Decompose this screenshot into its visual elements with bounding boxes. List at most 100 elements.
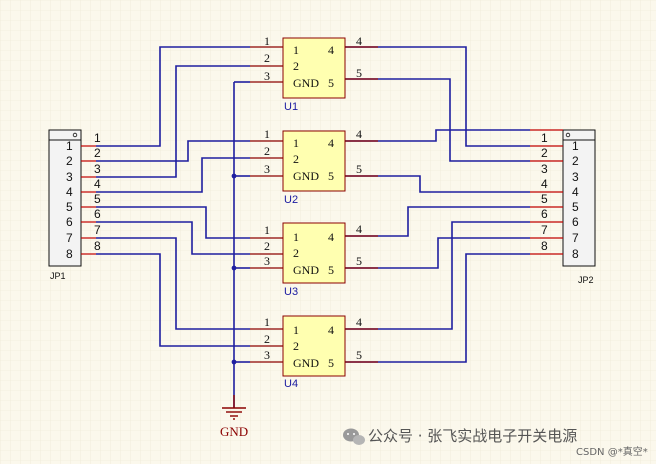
pin-number: 3 xyxy=(264,69,270,83)
pin-number: 5 xyxy=(356,254,362,268)
pin-name: 2 xyxy=(293,59,299,73)
connector-pin-number: 1 xyxy=(94,131,101,145)
wire-jp1-2-u2-1 xyxy=(96,140,250,162)
connector-pin-number: 6 xyxy=(541,207,548,221)
wire-u2-5-jp2-4 xyxy=(345,175,530,193)
connector-designator: JP1 xyxy=(50,271,66,281)
pin-number: 5 xyxy=(356,348,362,362)
pin-number: 2 xyxy=(264,144,270,158)
pin-name: 1 xyxy=(293,136,299,150)
chip-designator: U1 xyxy=(284,101,298,113)
connector-pin-label: 6 xyxy=(66,215,73,229)
pin-name: 1 xyxy=(293,230,299,244)
pin-name: 4 xyxy=(328,323,334,337)
wire-u2-4-jp2-1 xyxy=(345,129,530,142)
connector-pin-label: 4 xyxy=(572,185,579,199)
connector-pin-label: 4 xyxy=(66,185,73,199)
chip-designator: U3 xyxy=(284,286,298,298)
pin-name: 2 xyxy=(293,246,299,260)
wire-u3-5-jp2-7 xyxy=(345,237,530,269)
connector-pin-label: 5 xyxy=(572,200,579,214)
connector-pin-label: 8 xyxy=(66,247,73,261)
connector-pin-label: 1 xyxy=(572,139,579,153)
pin-name: 5 xyxy=(328,169,334,183)
pin-name: 4 xyxy=(328,136,334,150)
pin-number: 4 xyxy=(356,222,362,236)
pin-number: 5 xyxy=(356,66,362,80)
connector-pin-number: 5 xyxy=(94,192,101,206)
wire-jp1-3-u1-2 xyxy=(96,65,250,178)
pin-number: 2 xyxy=(264,239,270,253)
connector-pin-label: 5 xyxy=(66,200,73,214)
connector-pin-number: 1 xyxy=(541,131,548,145)
connector-pin-label: 3 xyxy=(66,170,73,184)
pin-number: 3 xyxy=(264,348,270,362)
wire-u1-4-jp2-2 xyxy=(345,46,530,147)
wire-jp1-5-u3-1 xyxy=(96,206,250,239)
connector-pin-label: 1 xyxy=(66,139,73,153)
junctions xyxy=(231,173,237,365)
pin-number: 4 xyxy=(356,127,362,141)
pin-number: 3 xyxy=(264,254,270,268)
watermark-text: 公众号 · 张飞实战电子开关电源 xyxy=(368,427,577,445)
pin-number: 4 xyxy=(356,315,362,329)
wire-jp1-8-u4-2 xyxy=(96,253,250,347)
connector-pin-number: 6 xyxy=(94,207,101,221)
watermark-credit: CSDN @*真空* xyxy=(576,445,648,458)
wire-u1-5-jp2-3 xyxy=(345,78,530,162)
pin-name: 1 xyxy=(293,323,299,337)
wire-jp1-4-u2-2 xyxy=(96,157,250,193)
connector-pin-label: 2 xyxy=(572,154,579,168)
connector-jp1[interactable]: 1 2 3 4 5 6 7 8 1 2 3 4 5 6 7 8 JP1 xyxy=(48,129,101,281)
pin-number: 5 xyxy=(356,162,362,176)
chip-u2[interactable]: 1 2 3 4 5 1 2 GND 4 5 U2 xyxy=(250,127,378,206)
pin-name: 4 xyxy=(328,43,334,57)
pin-name: 4 xyxy=(328,230,334,244)
ground-symbol: GND xyxy=(220,395,248,439)
chip-u3[interactable]: 1 2 3 4 5 1 2 GND 4 5 U3 xyxy=(250,222,378,298)
pin-name: 2 xyxy=(293,339,299,353)
connector-pin-number: 4 xyxy=(94,177,101,191)
connector-pin-number: 8 xyxy=(541,239,548,253)
junction-dot xyxy=(231,173,237,179)
pin-name-gnd: GND xyxy=(293,356,319,370)
pin-name-gnd: GND xyxy=(293,263,319,277)
wire-net xyxy=(96,46,530,408)
wire-u4-5-jp2-8 xyxy=(345,253,530,363)
chip-u4[interactable]: 1 2 3 4 5 1 2 GND 4 5 U4 xyxy=(250,315,378,390)
connector-pin-label: 2 xyxy=(66,154,73,168)
wire-jp1-7-u4-1 xyxy=(96,237,250,330)
pin-name: 5 xyxy=(328,356,334,370)
chip-u1[interactable]: 1 2 3 4 5 1 2 GND 4 5 U1 xyxy=(250,34,378,113)
connector-pin-number: 3 xyxy=(94,162,101,176)
junction-dot xyxy=(231,359,237,365)
junction-dot xyxy=(231,265,237,271)
pin-number: 1 xyxy=(264,315,270,329)
connector-pin-label: 7 xyxy=(572,231,579,245)
pin-name: 1 xyxy=(293,43,299,57)
connector-pin-label: 3 xyxy=(572,170,579,184)
connector-pin-number: 3 xyxy=(541,162,548,176)
watermark: 公众号 · 张飞实战电子开关电源 CSDN @*真空* xyxy=(343,427,648,458)
connector-designator: JP2 xyxy=(578,275,594,285)
wire-jp1-6-u3-2 xyxy=(96,221,250,255)
pin-number: 1 xyxy=(264,223,270,237)
chip-designator: U2 xyxy=(284,194,298,206)
connector-pin-label: 6 xyxy=(572,215,579,229)
connector-pin-number: 8 xyxy=(94,239,101,253)
pin-number: 1 xyxy=(264,127,270,141)
pin-number: 2 xyxy=(264,332,270,346)
pin-name-gnd: GND xyxy=(293,169,319,183)
connector-pin-number: 7 xyxy=(94,223,101,237)
wechat-icon xyxy=(343,428,365,445)
pin-number: 1 xyxy=(264,34,270,48)
connector-pin-number: 4 xyxy=(541,177,548,191)
pin-name: 5 xyxy=(328,263,334,277)
connector-pin-number: 2 xyxy=(94,146,101,160)
connector-jp2[interactable]: 1 2 3 4 5 6 7 8 1 2 3 4 5 6 7 8 JP2 xyxy=(530,129,596,285)
connector-pin-number: 7 xyxy=(541,223,548,237)
ground-label: GND xyxy=(220,424,248,439)
connector-pin-label: 7 xyxy=(66,231,73,245)
connector-pin-number: 5 xyxy=(541,192,548,206)
